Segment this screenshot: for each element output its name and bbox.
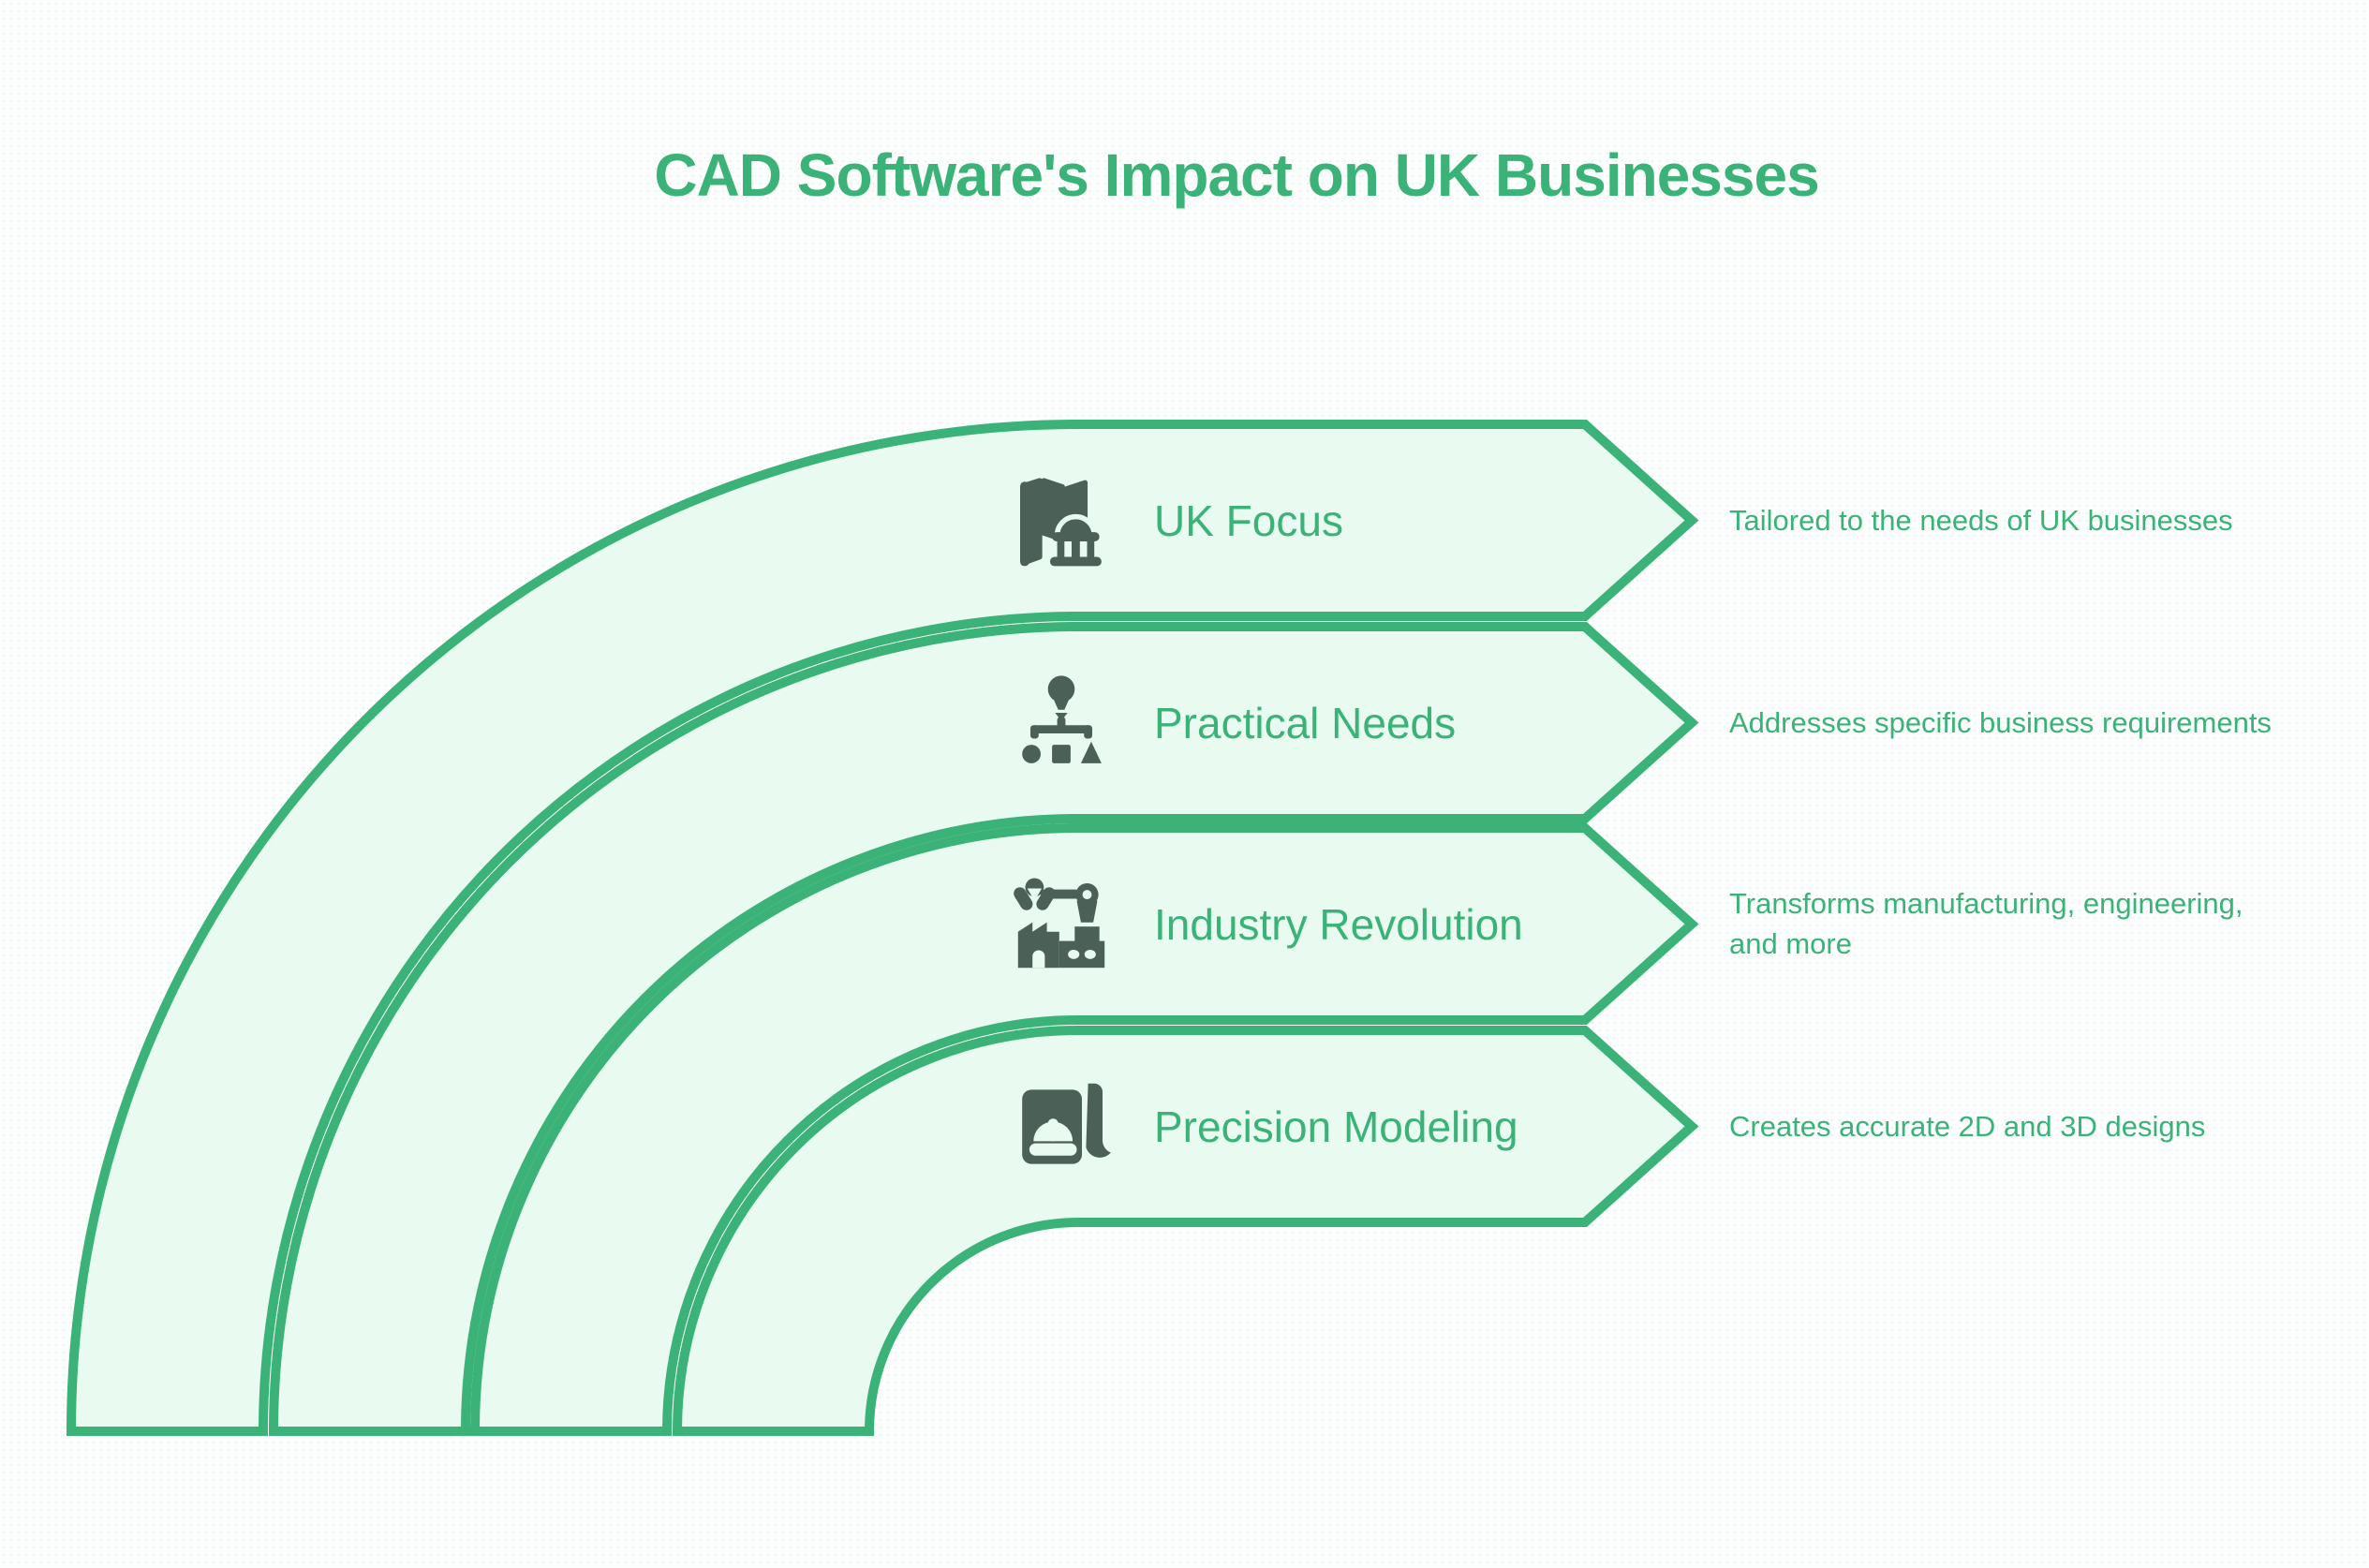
band-arc-practical-needs [268, 622, 1699, 1436]
band-label: Practical Needs [1154, 699, 1457, 747]
band-label: Industry Revolution [1154, 900, 1523, 949]
band-description: Transforms manufacturing, engineering, a… [1729, 887, 2243, 960]
band-label: UK Focus [1154, 496, 1343, 545]
idea-hierarchy-icon [1010, 672, 1113, 775]
band-description: Creates accurate 2D and 3D designs [1729, 1109, 2206, 1143]
blueprint-hardhat-icon [1010, 1075, 1113, 1178]
band-content: Industry Revolution [1010, 870, 1572, 979]
band-content: UK Focus [1010, 466, 1572, 575]
band-description: Addresses specific business requirements [1729, 705, 2272, 739]
uk-map-landmark-icon [1010, 469, 1113, 572]
band-content: Precision Modeling [1010, 1072, 1572, 1181]
band-label: Precision Modeling [1154, 1102, 1518, 1151]
band-description: Tailored to the needs of UK businesses [1729, 503, 2233, 537]
page-title: CAD Software's Impact on UK Businesses [654, 141, 1819, 209]
factory-robot-arm-icon [1010, 873, 1113, 976]
band-arc-uk-focus [66, 420, 1699, 1436]
band-arc-precision-modeling [672, 1026, 1699, 1436]
band-content: Practical Needs [1010, 669, 1572, 777]
band-arc-industry-revolution [469, 823, 1699, 1436]
